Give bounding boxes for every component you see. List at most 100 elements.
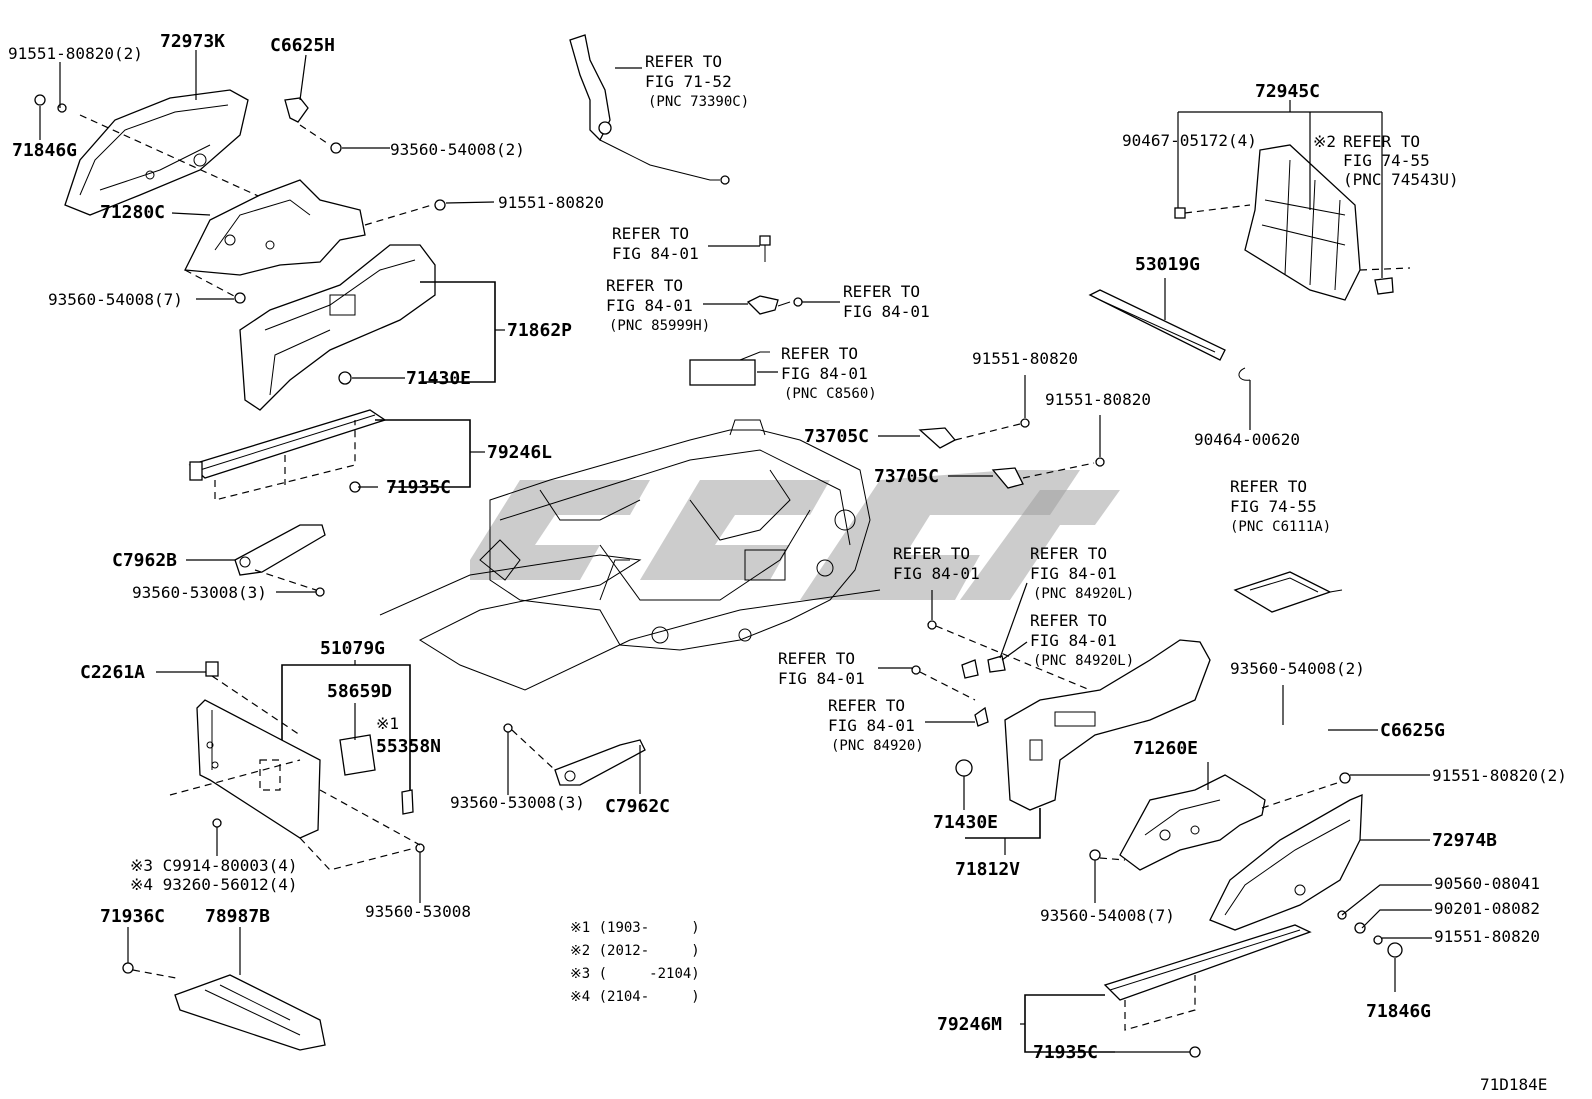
panel-71280c-drawing — [183, 179, 446, 304]
ref-text: (PNC 73390C) — [648, 94, 749, 110]
refer-fig-84-01-b: REFER TO FIG 84-01 (PNC 85999H) — [606, 276, 710, 334]
cover-71812v-drawing — [911, 620, 1211, 811]
bracket-c7962c-drawing — [503, 723, 646, 786]
ref-text: REFER TO — [1030, 611, 1107, 630]
label-91551-80820-2-right: 91551-80820(2) — [1432, 766, 1567, 785]
label-55358n: 55358N — [376, 736, 441, 757]
seat-belt-drawing — [569, 34, 730, 185]
refer-fig-84-01-d: REFER TO FIG 84-01 (PNC C8560) — [781, 344, 877, 402]
label-93560-53008-3-left: 93560-53008(3) — [132, 583, 267, 602]
rail-79246l-drawing — [188, 409, 387, 501]
label-78987b: 78987B — [205, 906, 270, 927]
label-91551-80820-d: 91551-80820 — [1434, 927, 1540, 946]
connectors-drawing — [689, 235, 803, 386]
ref-text: FIG 74-55 — [1230, 497, 1317, 516]
cover-72974b-drawing — [1209, 794, 1403, 958]
bracket-c7962b-drawing — [234, 524, 326, 597]
ref-text: (PNC 84920) — [831, 738, 924, 754]
label-72974b: 72974B — [1432, 830, 1497, 851]
ref-text: FIG 84-01 — [893, 564, 980, 583]
ref-text: FIG 74-55 — [1343, 151, 1430, 170]
label-71430e-bottom: 71430E — [933, 812, 998, 833]
label-55358n-mark: ※1 — [376, 714, 399, 733]
label-71812v: 71812V — [955, 859, 1020, 880]
refer-fig-84-01-h: REFER TO FIG 84-01 — [778, 649, 865, 688]
ref-text: (PNC 74543U) — [1343, 170, 1459, 189]
label-72945c: 72945C — [1255, 81, 1320, 102]
label-71846g-top: 71846G — [12, 140, 77, 161]
label-71260e: 71260E — [1133, 738, 1198, 759]
tray-78987b-drawing — [122, 962, 326, 1051]
footnotes: ※1 (1903- ) ※2 (2012- ) ※3 ( -2104) ※4 (… — [570, 920, 700, 1005]
label-73705c-2: 73705C — [874, 466, 939, 487]
refer-to-notes: REFER TO FIG 71-52 (PNC 73390C) REFER TO… — [606, 52, 1459, 754]
ref-text: REFER TO — [645, 52, 722, 71]
label-c7962c: C7962C — [605, 796, 670, 817]
refer-fig-84-01-c: REFER TO FIG 84-01 — [843, 282, 930, 321]
ref-text: (PNC 84920L) — [1033, 586, 1134, 602]
mat-c6111a-drawing — [1233, 571, 1343, 613]
label-91551-80820-a: 91551-80820 — [498, 193, 604, 212]
label-93560-54008-7-bottom: 93560-54008(7) — [1040, 906, 1175, 925]
label-79246l: 79246L — [487, 442, 552, 463]
ref-text: REFER TO — [781, 344, 858, 363]
refer-fig-84-01-f: REFER TO FIG 84-01 (PNC 84920L) — [1030, 544, 1134, 602]
label-93260-56012: ※4 93260-56012(4) — [130, 875, 298, 894]
label-58659d: 58659D — [327, 681, 392, 702]
refer-fig-71-52: REFER TO FIG 71-52 (PNC 73390C) — [645, 52, 749, 110]
clips-73705c-drawing — [918, 418, 1105, 489]
label-71935c-top: 71935C — [386, 477, 451, 498]
ref-text: REFER TO — [612, 224, 689, 243]
label-c9914-80003: ※3 C9914-80003(4) — [130, 856, 298, 875]
ref-text: FIG 71-52 — [645, 72, 732, 91]
panel-72945c-drawing — [1174, 144, 1411, 301]
label-90464-00620: 90464-00620 — [1194, 430, 1300, 449]
label-71846g-bottom: 71846G — [1366, 1001, 1431, 1022]
label-91551-80820-b: 91551-80820 — [972, 349, 1078, 368]
rail-79246m-drawing — [1103, 924, 1312, 1058]
label-93560-53008-3-mid: 93560-53008(3) — [450, 793, 585, 812]
ref-text: REFER TO — [1343, 132, 1420, 151]
label-c6625g: C6625G — [1380, 720, 1445, 741]
refer-fig-74-55-b: REFER TO FIG 74-55 (PNC C6111A) — [1230, 477, 1331, 535]
ref-text: FIG 84-01 — [828, 716, 915, 735]
ref-text: FIG 84-01 — [843, 302, 930, 321]
footnote-4: ※4 (2104- ) — [570, 989, 700, 1005]
label-51079g: 51079G — [320, 638, 385, 659]
ref-text: FIG 84-01 — [1030, 631, 1117, 650]
ref-text: (PNC 85999H) — [609, 318, 710, 334]
ref-text: REFER TO — [606, 276, 683, 295]
label-53019g: 53019G — [1135, 254, 1200, 275]
panel-71260e-drawing — [1089, 772, 1351, 871]
label-90560-08041: 90560-08041 — [1434, 874, 1540, 893]
label-c6625h: C6625H — [270, 35, 335, 56]
ref-text: FIG 84-01 — [778, 669, 865, 688]
label-91551-80820-2-top: 91551-80820(2) — [8, 44, 143, 63]
leader-lines — [39, 50, 1432, 1053]
label-71862p: 71862P — [507, 320, 572, 341]
ref-text: (PNC 84920L) — [1033, 653, 1134, 669]
label-93560-53008: 93560-53008 — [365, 902, 471, 921]
panel-51079g-drawing — [169, 661, 425, 871]
diagram-code: 71D184E — [1480, 1075, 1547, 1094]
ref-text: FIG 84-01 — [612, 244, 699, 263]
ref-text: REFER TO — [828, 696, 905, 715]
label-93560-54008-2-right: 93560-54008(2) — [1230, 659, 1365, 678]
ref-text: REFER TO — [893, 544, 970, 563]
label-93560-54008-7-top: 93560-54008(7) — [48, 290, 183, 309]
refer-fig-84-01-g: REFER TO FIG 84-01 (PNC 84920L) — [1030, 611, 1134, 669]
label-91551-80820-c: 91551-80820 — [1045, 390, 1151, 409]
ref-text: REFER TO — [1230, 477, 1307, 496]
cover-72973k-drawing — [34, 89, 342, 216]
label-90201-08082: 90201-08082 — [1434, 899, 1540, 918]
refer-fig-84-01-a: REFER TO FIG 84-01 — [612, 224, 699, 263]
ref-text: FIG 84-01 — [606, 296, 693, 315]
label-90467-05172: 90467-05172(4) — [1122, 131, 1257, 150]
ref-text: ※2 — [1313, 132, 1336, 151]
refer-fig-84-01-i: REFER TO FIG 84-01 (PNC 84920) — [828, 696, 924, 754]
ref-text: REFER TO — [1030, 544, 1107, 563]
ref-text: REFER TO — [843, 282, 920, 301]
seat-frame-drawing — [379, 419, 881, 691]
ref-text: FIG 84-01 — [781, 364, 868, 383]
